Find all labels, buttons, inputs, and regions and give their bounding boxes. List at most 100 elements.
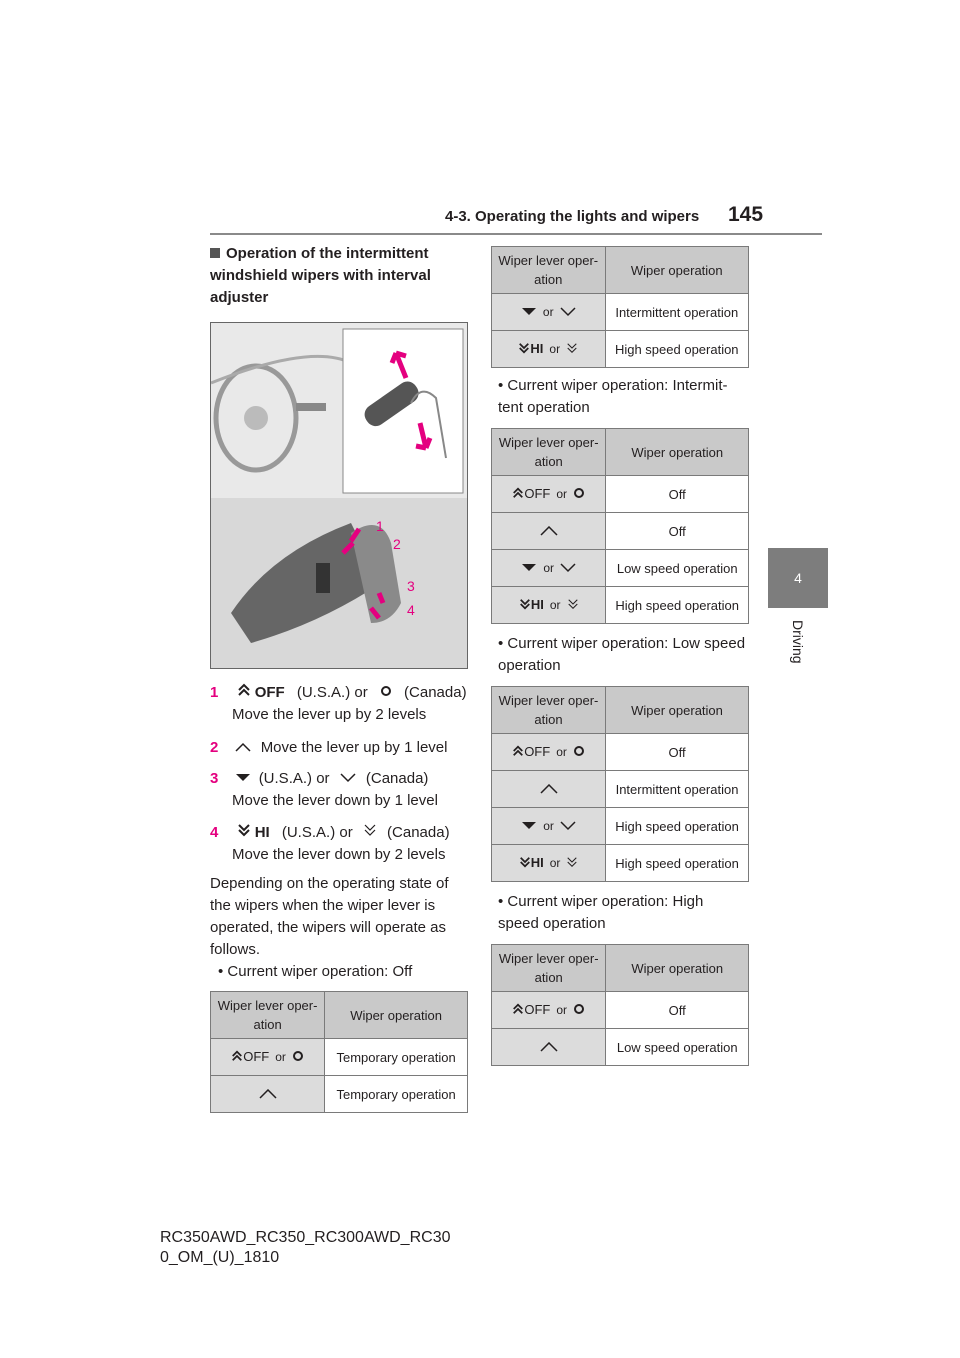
lever-cell [490,1028,607,1066]
item-description: Move the lever up by 1 level [260,739,448,756]
page-number: 145 [728,203,764,226]
table-row: or Intermittent operation [491,293,750,331]
subsection-heading: Operation of the intermittent windshield… [210,243,460,309]
chapter-tab: 4 [768,548,828,608]
item-text-b: (Canada) [404,684,467,701]
item-1: 1 OFF (U.S.A.) or (Canada) Move the leve… [210,682,472,726]
square-bullet-icon [210,248,220,258]
wiper-up-outline-icon [234,737,251,759]
operation-cell: Low speed operation [605,549,749,587]
item-4: 4 HI (U.S.A.) or (Canada) Move the lever… [210,822,472,866]
wiper-hi-outline-icon [363,822,377,844]
or-text: or [275,1049,286,1064]
or-text: or [549,597,561,612]
wiper-up-outline-icon [259,1087,277,1102]
wiper-up-outline-icon [539,782,558,797]
item-description: Move the lever down by 2 levels [232,846,446,864]
wiper-lever-illustration: 1 2 3 4 [210,322,468,669]
lever-cell: or [490,807,607,845]
operation-cell: High speed operation [605,807,749,845]
table-row: Temporary operation [209,1075,468,1113]
wiper-hi-icon [518,342,530,357]
bullet-high: • Current wiper operation: High speed op… [498,893,704,932]
off-label: OFF [524,743,551,759]
col-header-operation: Wiper operation [605,428,749,476]
wiper-hi-icon [237,822,251,844]
off-label: OFF [254,684,285,701]
item-text-a: (U.S.A.) or [281,824,353,841]
hi-label: HI [530,596,544,612]
callout-2: 2 [393,536,401,552]
col-header-operation: Wiper operation [605,944,749,992]
footer-line-2: 0_OM_(U)_1810 [160,1249,280,1266]
bullet-intermittent: • Current wiper operation: Intermit- ten… [498,377,728,416]
lever-cell [209,1075,326,1113]
mist-icon [573,487,585,502]
item-text-a: (U.S.A.) or [258,770,330,787]
wiper-down-filled-icon [521,819,537,834]
bullet-low: • Current wiper operation: Low speed ope… [498,635,746,674]
operation-cell: Off [605,733,749,771]
hi-label: HI [530,854,544,870]
col-header-lever: Wiper lever oper- ation [490,428,607,476]
item-2: 2 Move the lever up by 1 level [210,737,472,759]
table-row: or Low speed operation [490,549,749,587]
col-header-operation: Wiper operation [324,991,468,1039]
wiper-up-outline-icon [540,1040,558,1055]
bullet-text: Current wiper operation: Intermit- tent … [498,377,728,416]
operation-cell: High speed operation [605,844,749,882]
or-text: or [556,486,568,501]
operation-cell: High speed operation [604,330,750,368]
operation-cell: Off [605,991,749,1029]
item-number: 2 [210,739,219,756]
lever-cell: or [490,549,607,587]
wiper-down-outline-icon [560,819,576,834]
lever-cell: or [491,293,606,331]
section-title: 4-3. Operating the lights and wipers [445,208,700,225]
table-row: OFF or Off [490,733,749,771]
operation-cell: Off [605,512,749,550]
callout-1: 1 [376,518,384,534]
col-header-lever: Wiper lever oper- ation [490,944,607,992]
table-row: Off [490,512,749,550]
wiper-down-outline-icon [560,305,576,320]
off-label: OFF [524,1001,551,1017]
off-label: OFF [243,1048,270,1064]
wiper-down-outline-icon [560,561,576,576]
wiper-hi-outline-icon [566,856,578,871]
wiper-off-icon [512,487,524,502]
lever-cell: OFF or [209,1038,326,1076]
item-description: Move the lever up by 2 levels [232,706,427,724]
bullet-text: Current wiper operation: Off [227,963,413,980]
callout-3: 3 [407,578,415,594]
wiper-hi-icon [519,598,531,613]
bullet-off: • Current wiper operation: Off [218,963,413,980]
table-row: Intermittent operation [490,770,749,808]
item-text-a: (U.S.A.) or [296,684,368,701]
or-text: or [556,744,567,759]
wiper-hi-icon [519,856,531,871]
mist-icon [380,682,392,704]
or-text: or [549,341,561,356]
wiper-off-icon [237,682,251,704]
footer-line-1: RC350AWD_RC350_RC300AWD_RC30 [160,1229,451,1246]
lever-cell [490,770,607,808]
table-row: HI or High speed operation [490,586,749,624]
mist-icon [573,1003,585,1018]
item-number: 3 [210,770,219,787]
operation-cell: Off [605,475,749,513]
hi-label: HI [254,824,270,841]
operation-cell: High speed operation [605,586,749,624]
wiper-up-outline-icon [540,524,558,539]
wiper-hi-outline-icon [566,342,578,357]
or-text: or [543,560,555,575]
